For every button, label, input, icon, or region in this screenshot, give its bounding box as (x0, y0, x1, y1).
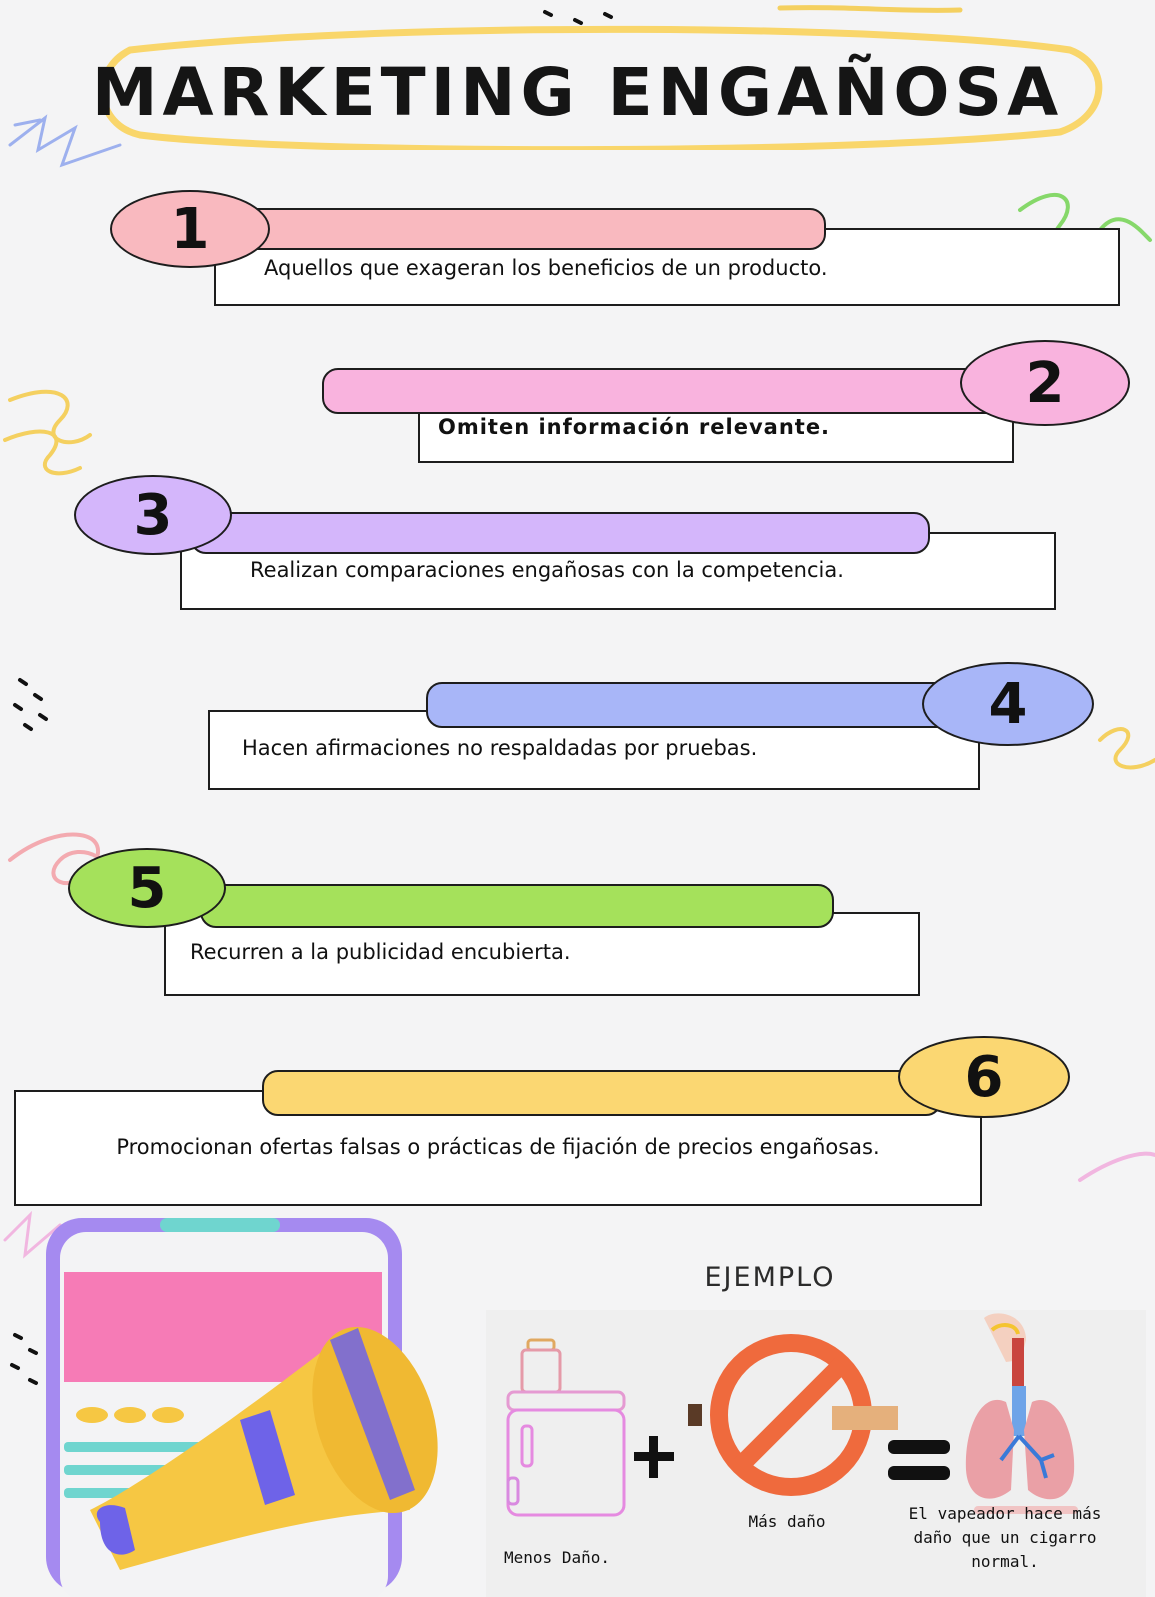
item-6-bar (262, 1070, 942, 1116)
item-1-text: Aquellos que exageran los beneficios de … (264, 256, 828, 280)
item-2-bar (322, 368, 1002, 414)
item-1-number-badge: 1 (110, 190, 270, 268)
item-5-bar (200, 884, 834, 928)
title-block: MARKETING ENGAÑOSA (0, 20, 1155, 150)
item-2-text: Omiten información relevante. (438, 415, 831, 439)
no-smoking-icon (688, 1334, 898, 1496)
item-3-bar (190, 512, 930, 554)
phone-megaphone-illustration (46, 1218, 438, 1597)
item-1-bar (240, 208, 826, 250)
example-heading: EJEMPLO (704, 1262, 836, 1293)
lungs-icon (965, 1313, 1078, 1514)
cigarette-caption: Más daño (748, 1512, 826, 1531)
item-5-number-badge: 5 (68, 848, 226, 928)
item-5-text: Recurren a la publicidad encubierta. (190, 940, 571, 964)
item-2-number-badge: 2 (960, 340, 1130, 426)
item-6-number-badge: 6 (898, 1036, 1070, 1118)
item-3-text: Realizan comparaciones engañosas con la … (250, 558, 844, 582)
item-3-number-badge: 3 (74, 475, 232, 555)
item-4-bar (426, 682, 966, 728)
plus-icon (634, 1436, 674, 1478)
example-equation-illustration (506, 1313, 1078, 1517)
item-6-text: Promocionan ofertas falsas o prácticas d… (116, 1135, 880, 1159)
item-4-number-badge: 4 (922, 662, 1094, 746)
result-caption: El vapeador hace más daño que un cigarro… (908, 1504, 1102, 1571)
vape-caption: Menos Daño. (504, 1548, 610, 1567)
equals-icon (888, 1440, 950, 1480)
page-title: MARKETING ENGAÑOSA (91, 54, 1064, 131)
item-4-text: Hacen afirmaciones no respaldadas por pr… (242, 736, 758, 760)
vape-icon (506, 1338, 626, 1517)
title-highlight-loop (99, 25, 1103, 150)
